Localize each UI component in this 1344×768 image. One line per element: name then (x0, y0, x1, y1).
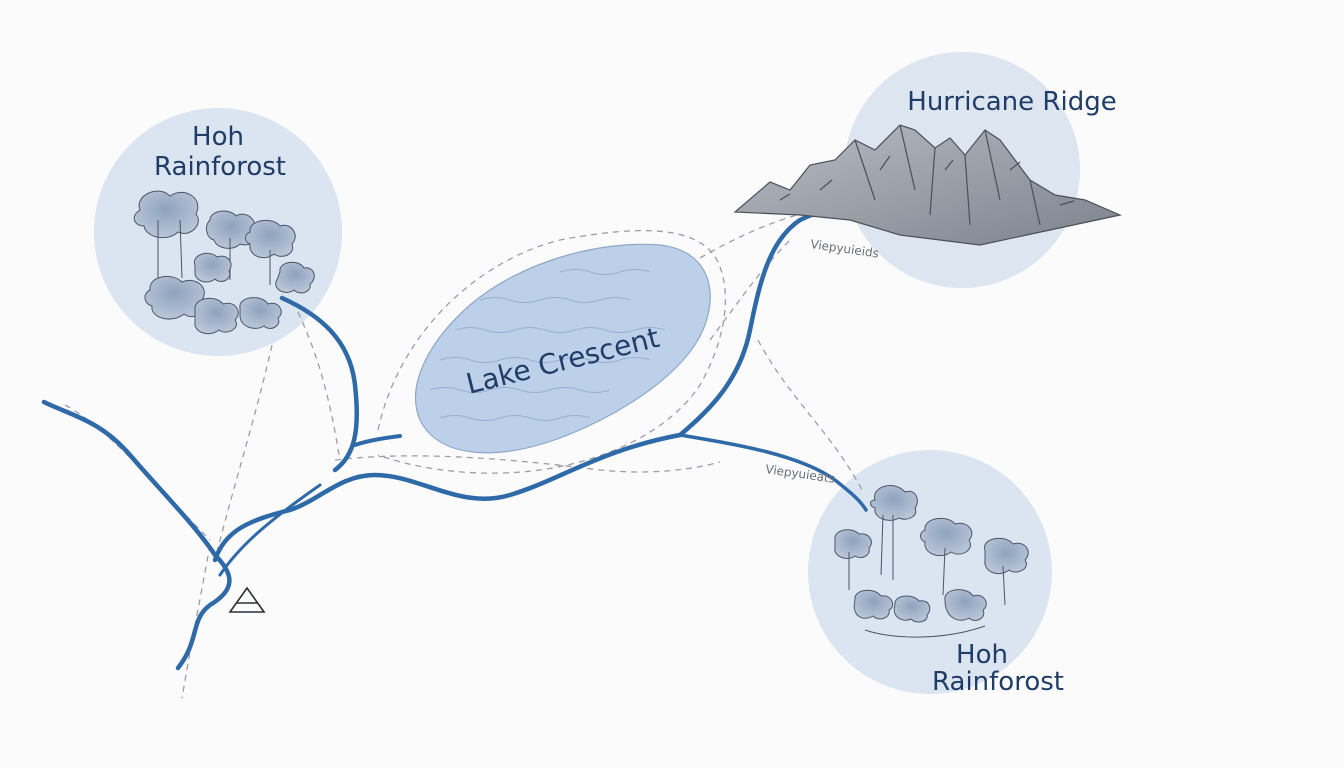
hoh-rainforest-se-circle (808, 450, 1052, 694)
river-to-ridge (677, 193, 887, 438)
lake-ripples (429, 269, 666, 421)
rivers (41, 193, 887, 671)
river-from-nw-forest (279, 295, 360, 473)
hoh-rainforest-nw-label-line2: Rainforost (154, 152, 286, 182)
trail-junction-link (334, 455, 721, 473)
trail-ridge-to-forest (757, 339, 863, 491)
trail-lake-to-ridge (699, 209, 816, 259)
river-junction-lake (353, 434, 402, 447)
trail-lake-to-ridge-lower (709, 239, 791, 341)
forest-trees-icon (834, 485, 1029, 638)
lake-shape (415, 243, 711, 454)
lake-crescent (415, 243, 711, 454)
forest-viewpoint-note: Viepyuieats (765, 462, 836, 486)
trail-forest-left (214, 344, 273, 561)
hoh-rainforest-se-label-line2: Rainforost (932, 667, 1064, 697)
hoh-rainforest-se-label-line1: Hoh (956, 640, 1008, 670)
river-south-main (175, 552, 232, 671)
river-minor-loop (218, 483, 322, 577)
triangle-camp-icon (228, 586, 266, 613)
hurricane-ridge-label: Hurricane Ridge (907, 87, 1116, 117)
hoh-rainforest-nw-label-line1: Hoh (192, 122, 244, 152)
river-west-branch (41, 399, 218, 558)
river-to-se-forest (678, 433, 868, 512)
forest-trees-icon (133, 190, 315, 335)
trail-forest-right (297, 311, 341, 461)
mountain-range-icon (733, 124, 1122, 246)
river-main-trunk (212, 432, 683, 563)
